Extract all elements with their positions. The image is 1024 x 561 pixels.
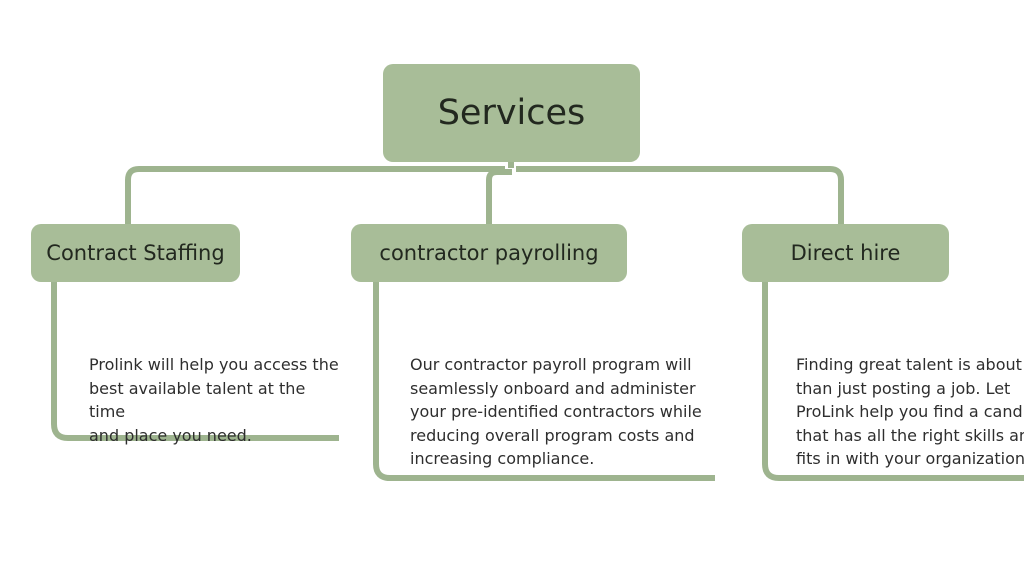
bracket-direct-hire [762, 280, 1024, 481]
bracket-contractor-payrolling [373, 280, 715, 481]
description-direct-hire: Finding great talent is about m than jus… [796, 355, 1024, 468]
root-node-label: Services [437, 93, 586, 133]
child-node-contractor-payrolling: contractor payrolling [351, 224, 627, 282]
branch-connector-contract-staffing [125, 166, 505, 226]
child-node-label: contractor payrolling [379, 241, 599, 265]
child-node-direct-hire: Direct hire [742, 224, 949, 282]
bracket-contract-staffing [51, 280, 339, 441]
description-contractor-payrolling: Our contractor payroll program will seam… [410, 355, 702, 468]
child-node-contract-staffing: Contract Staffing [31, 224, 240, 282]
root-node-services: Services [383, 64, 640, 162]
child-node-label: Direct hire [790, 241, 901, 265]
description-contract-staffing: Prolink will help you access the best av… [89, 355, 339, 445]
branch-connector-contractor-payrolling [486, 169, 512, 226]
branch-connector-direct-hire [516, 166, 844, 226]
child-node-label: Contract Staffing [46, 241, 225, 265]
